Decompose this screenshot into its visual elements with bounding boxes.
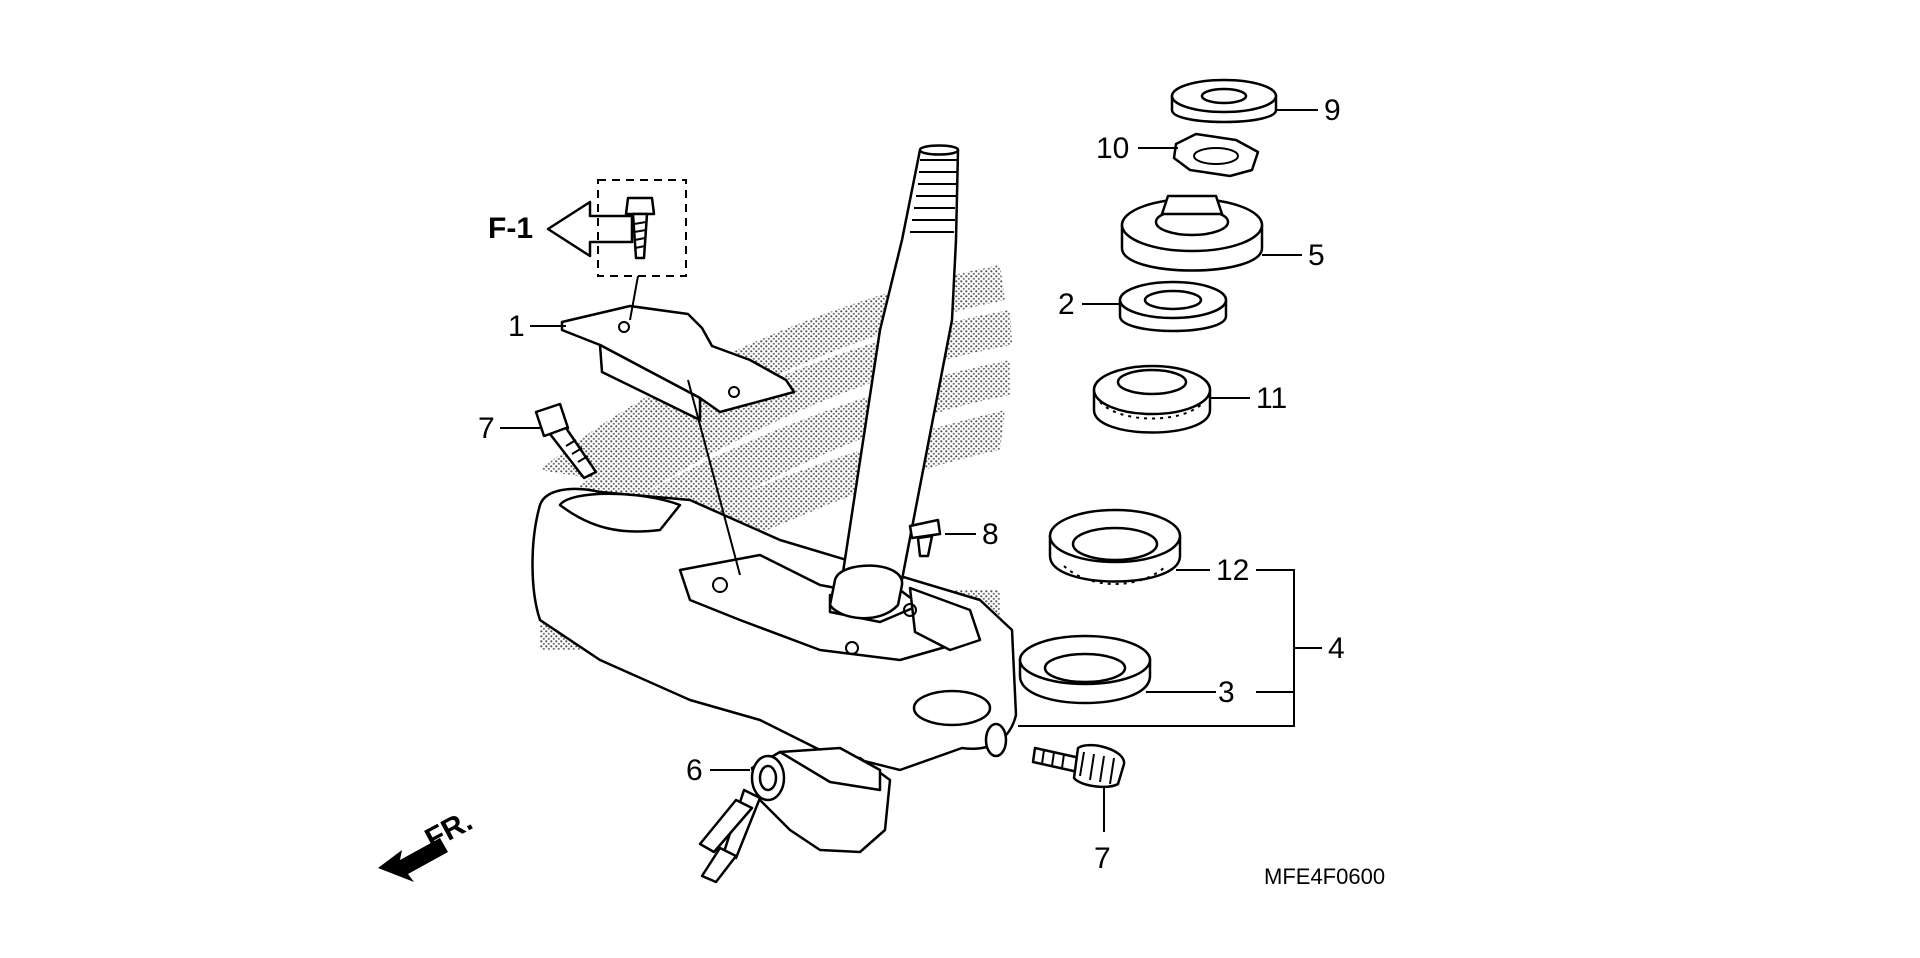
part-6-ignition-switch xyxy=(698,746,892,884)
reference-f1: F-1 xyxy=(488,179,687,277)
part-8-screw xyxy=(908,518,942,558)
reference-bolt-icon xyxy=(624,196,656,260)
part-11-ball-bearing xyxy=(1092,364,1212,434)
front-arrow-icon xyxy=(378,838,448,882)
callout-7-lower: 7 xyxy=(1094,842,1111,875)
front-direction-arrow: FR. xyxy=(378,804,478,882)
callout-8: 8 xyxy=(982,518,999,551)
callout-4: 4 xyxy=(1328,632,1345,665)
part-12-upper-race xyxy=(1048,508,1182,585)
part-1-plate xyxy=(560,275,796,422)
part-10-lock-washer xyxy=(1172,132,1260,178)
diagram-code: MFE4F0600 xyxy=(1264,864,1385,889)
reference-arrow-icon xyxy=(546,200,634,258)
callout-5: 5 xyxy=(1308,239,1325,272)
part-3-lower-race xyxy=(1018,634,1152,705)
leader-lines xyxy=(500,109,1322,832)
callout-10: 10 xyxy=(1096,132,1129,165)
callout-7-upper: 7 xyxy=(478,412,495,445)
reference-detail-box xyxy=(597,179,687,277)
callout-3: 3 xyxy=(1218,676,1235,709)
callout-2: 2 xyxy=(1058,288,1075,321)
callout-11: 11 xyxy=(1256,382,1287,415)
callout-1: 1 xyxy=(508,310,525,343)
reference-label: F-1 xyxy=(488,212,533,245)
callouts: 1 2 3 4 5 6 7 7 8 9 10 11 12 xyxy=(478,94,1345,875)
part-7-bolt-upper xyxy=(534,402,598,480)
part-5-adjusting-nut xyxy=(1120,194,1264,272)
part-9-lock-nut xyxy=(1170,78,1278,124)
part-2-dust-seal xyxy=(1118,280,1228,333)
part-7-bolt-lower xyxy=(1031,743,1126,789)
callout-12: 12 xyxy=(1216,554,1249,587)
callout-9: 9 xyxy=(1324,94,1341,127)
part-4-steering-stem-bracket xyxy=(531,144,1018,772)
callout-6: 6 xyxy=(686,754,703,787)
